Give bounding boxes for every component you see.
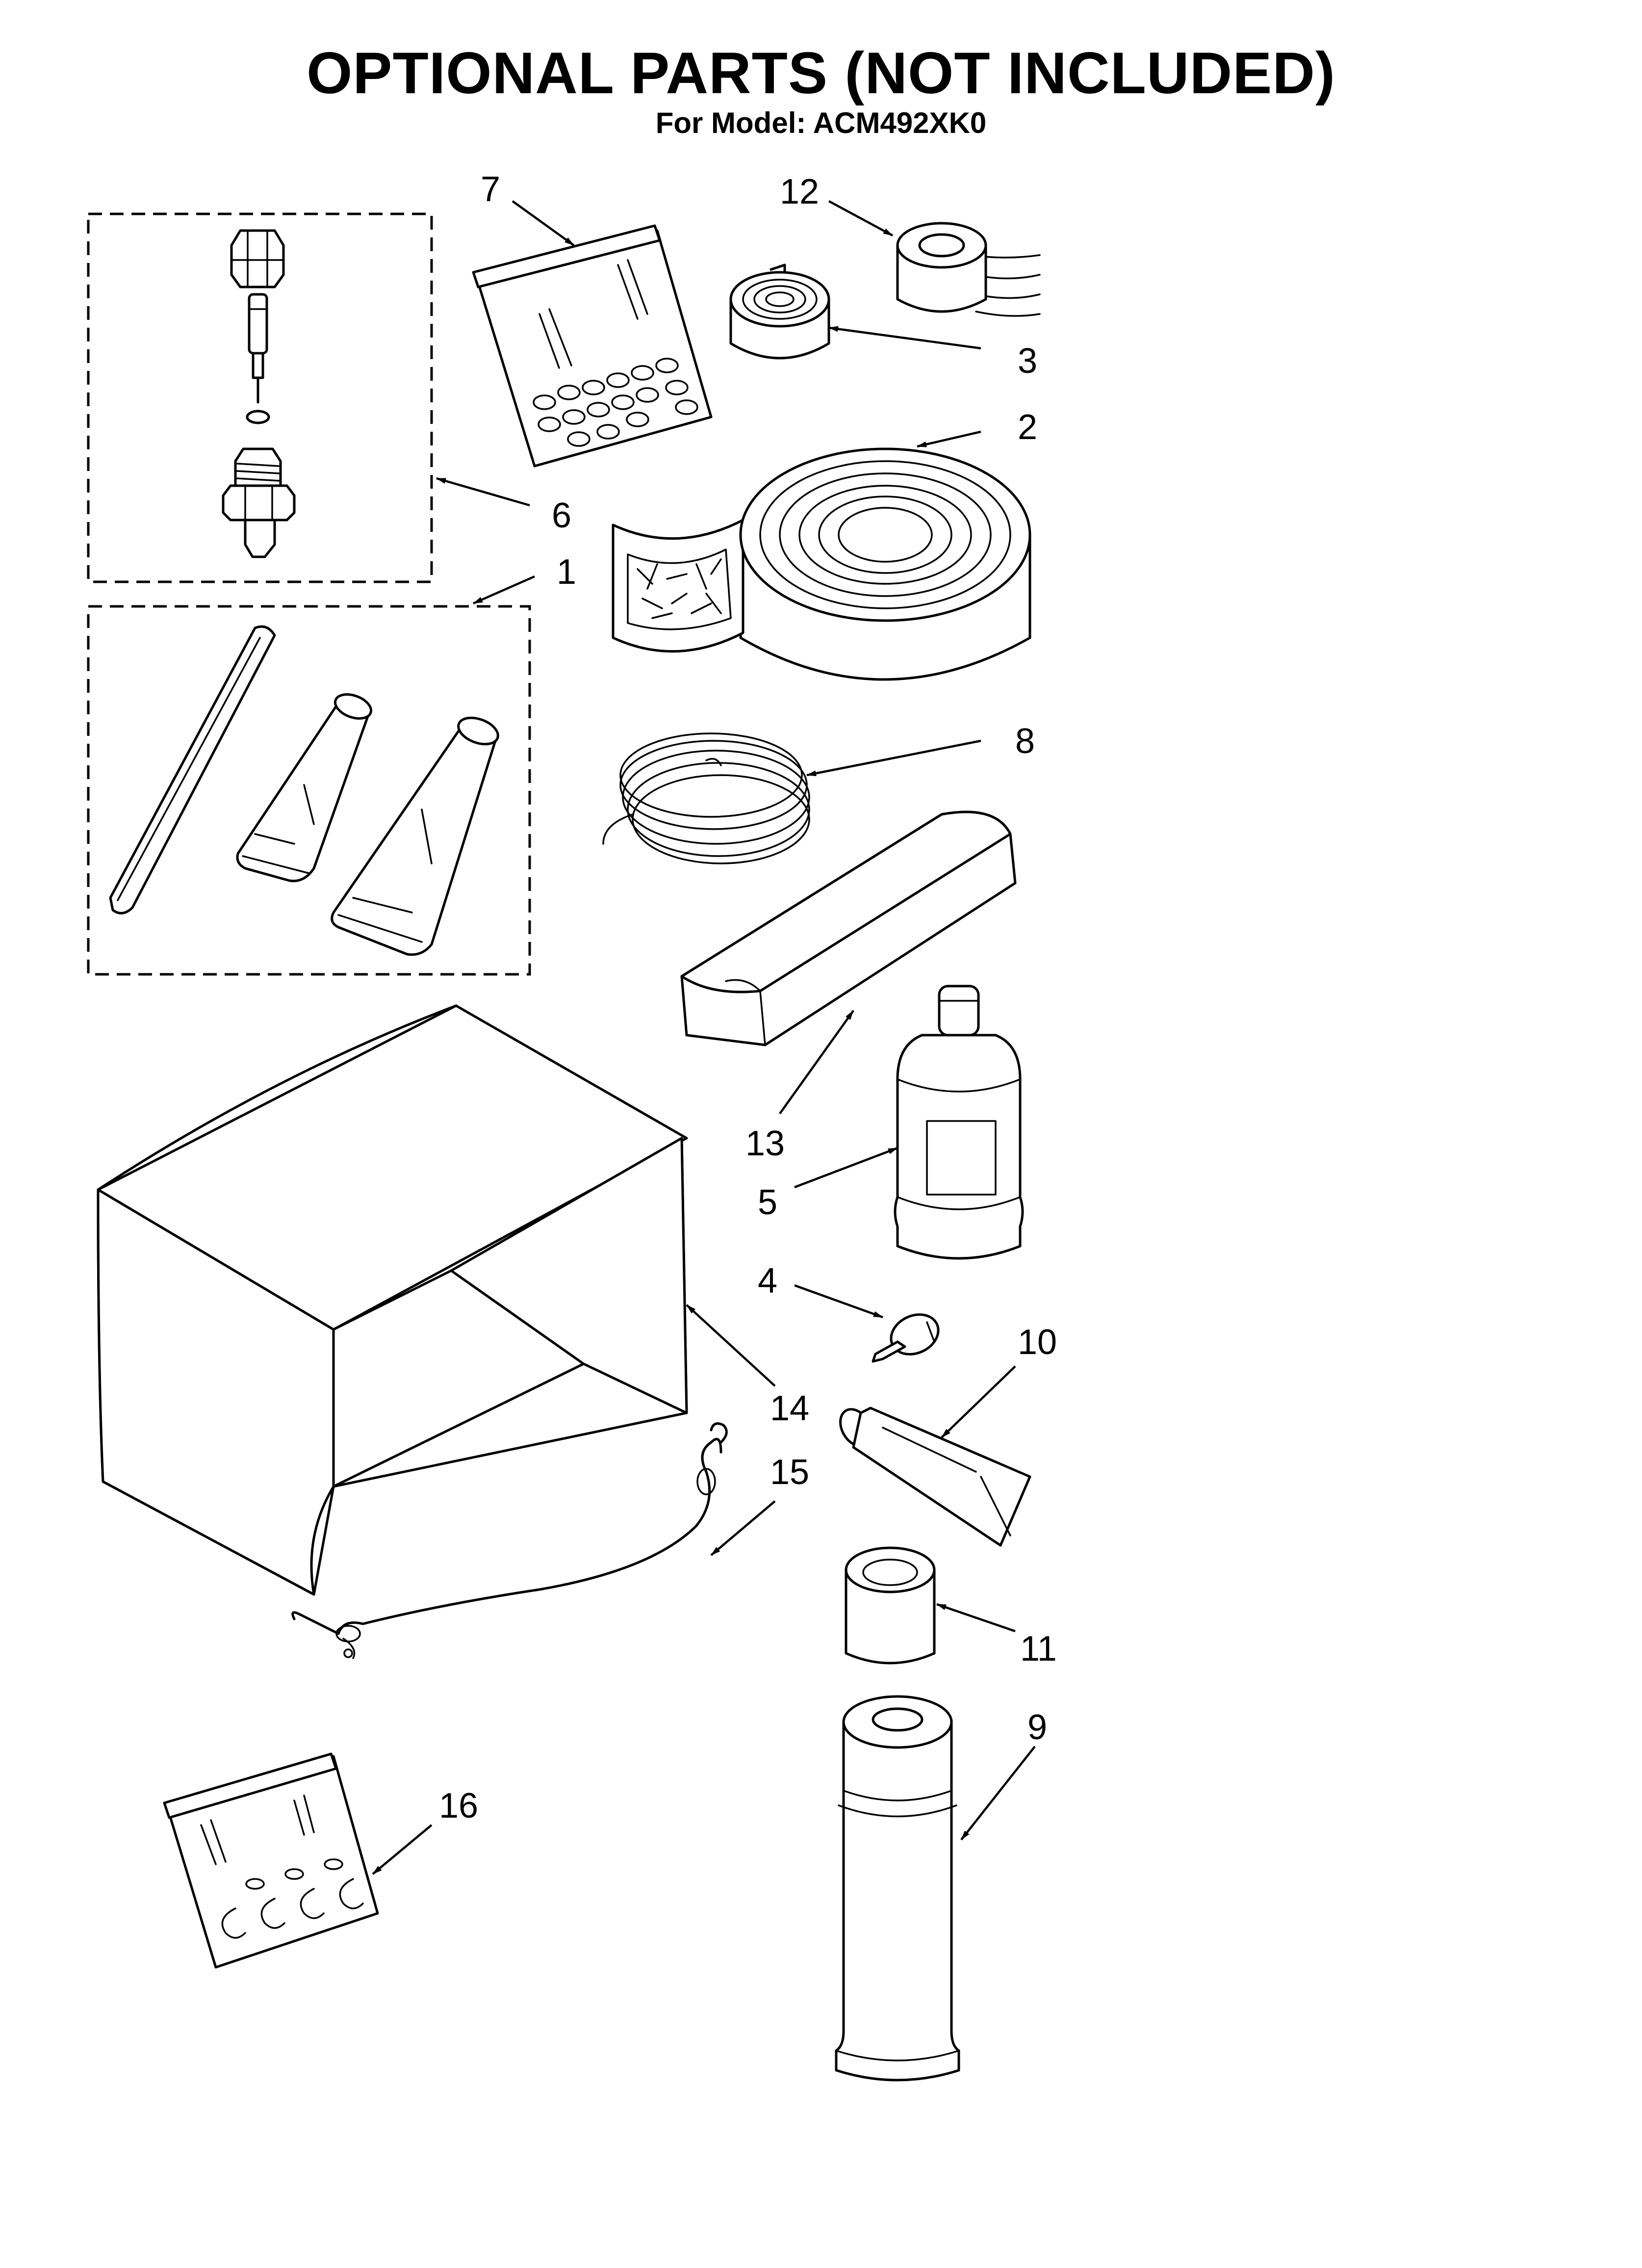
part-15-bungee-cord [291, 1422, 728, 1659]
callout-16: 16 [439, 1786, 478, 1825]
callout-14: 14 [770, 1389, 809, 1428]
callout-4: 4 [758, 1261, 777, 1301]
callout-8: 8 [1015, 722, 1035, 761]
callout-7: 7 [481, 170, 500, 209]
callout-10: 10 [1018, 1323, 1057, 1362]
part-9-spray-can [835, 1695, 960, 2082]
part-4-plug [872, 1313, 940, 1363]
part-16-clip-bag [163, 1752, 379, 1969]
page-title: OPTIONAL PARTS (NOT INCLUDED) [307, 40, 1335, 106]
model-subtitle: For Model: ACM492XK0 [655, 106, 987, 139]
part-6-valve-fitting [87, 212, 433, 583]
callout-6: 6 [552, 496, 571, 535]
leader-lines [372, 200, 1036, 1875]
callout-2: 2 [1018, 408, 1037, 447]
callout-12: 12 [780, 172, 819, 211]
part-10-small-tube [839, 1407, 1031, 1547]
part-12-tape-roll [896, 222, 1041, 317]
part-11-tape-ring [845, 1546, 936, 1665]
part-2-insulation-roll [612, 447, 1031, 681]
part-5-bottle [894, 985, 1024, 1260]
part-3-foam-roll [729, 263, 830, 360]
callout-13: 13 [745, 1124, 785, 1163]
callout-11: 11 [1020, 1629, 1057, 1668]
callout-1: 1 [557, 552, 576, 592]
callout-5: 5 [758, 1183, 777, 1222]
part-13-foam-bar [680, 810, 1017, 1046]
part-7-screw-bag [472, 224, 713, 468]
callout-3: 3 [1018, 341, 1037, 381]
part-1-sealant-kit [87, 605, 531, 976]
callout-9: 9 [1027, 1708, 1047, 1747]
part-14-cover [97, 1004, 688, 1596]
callout-15: 15 [770, 1453, 809, 1492]
part-8-wire-coil [602, 732, 810, 864]
